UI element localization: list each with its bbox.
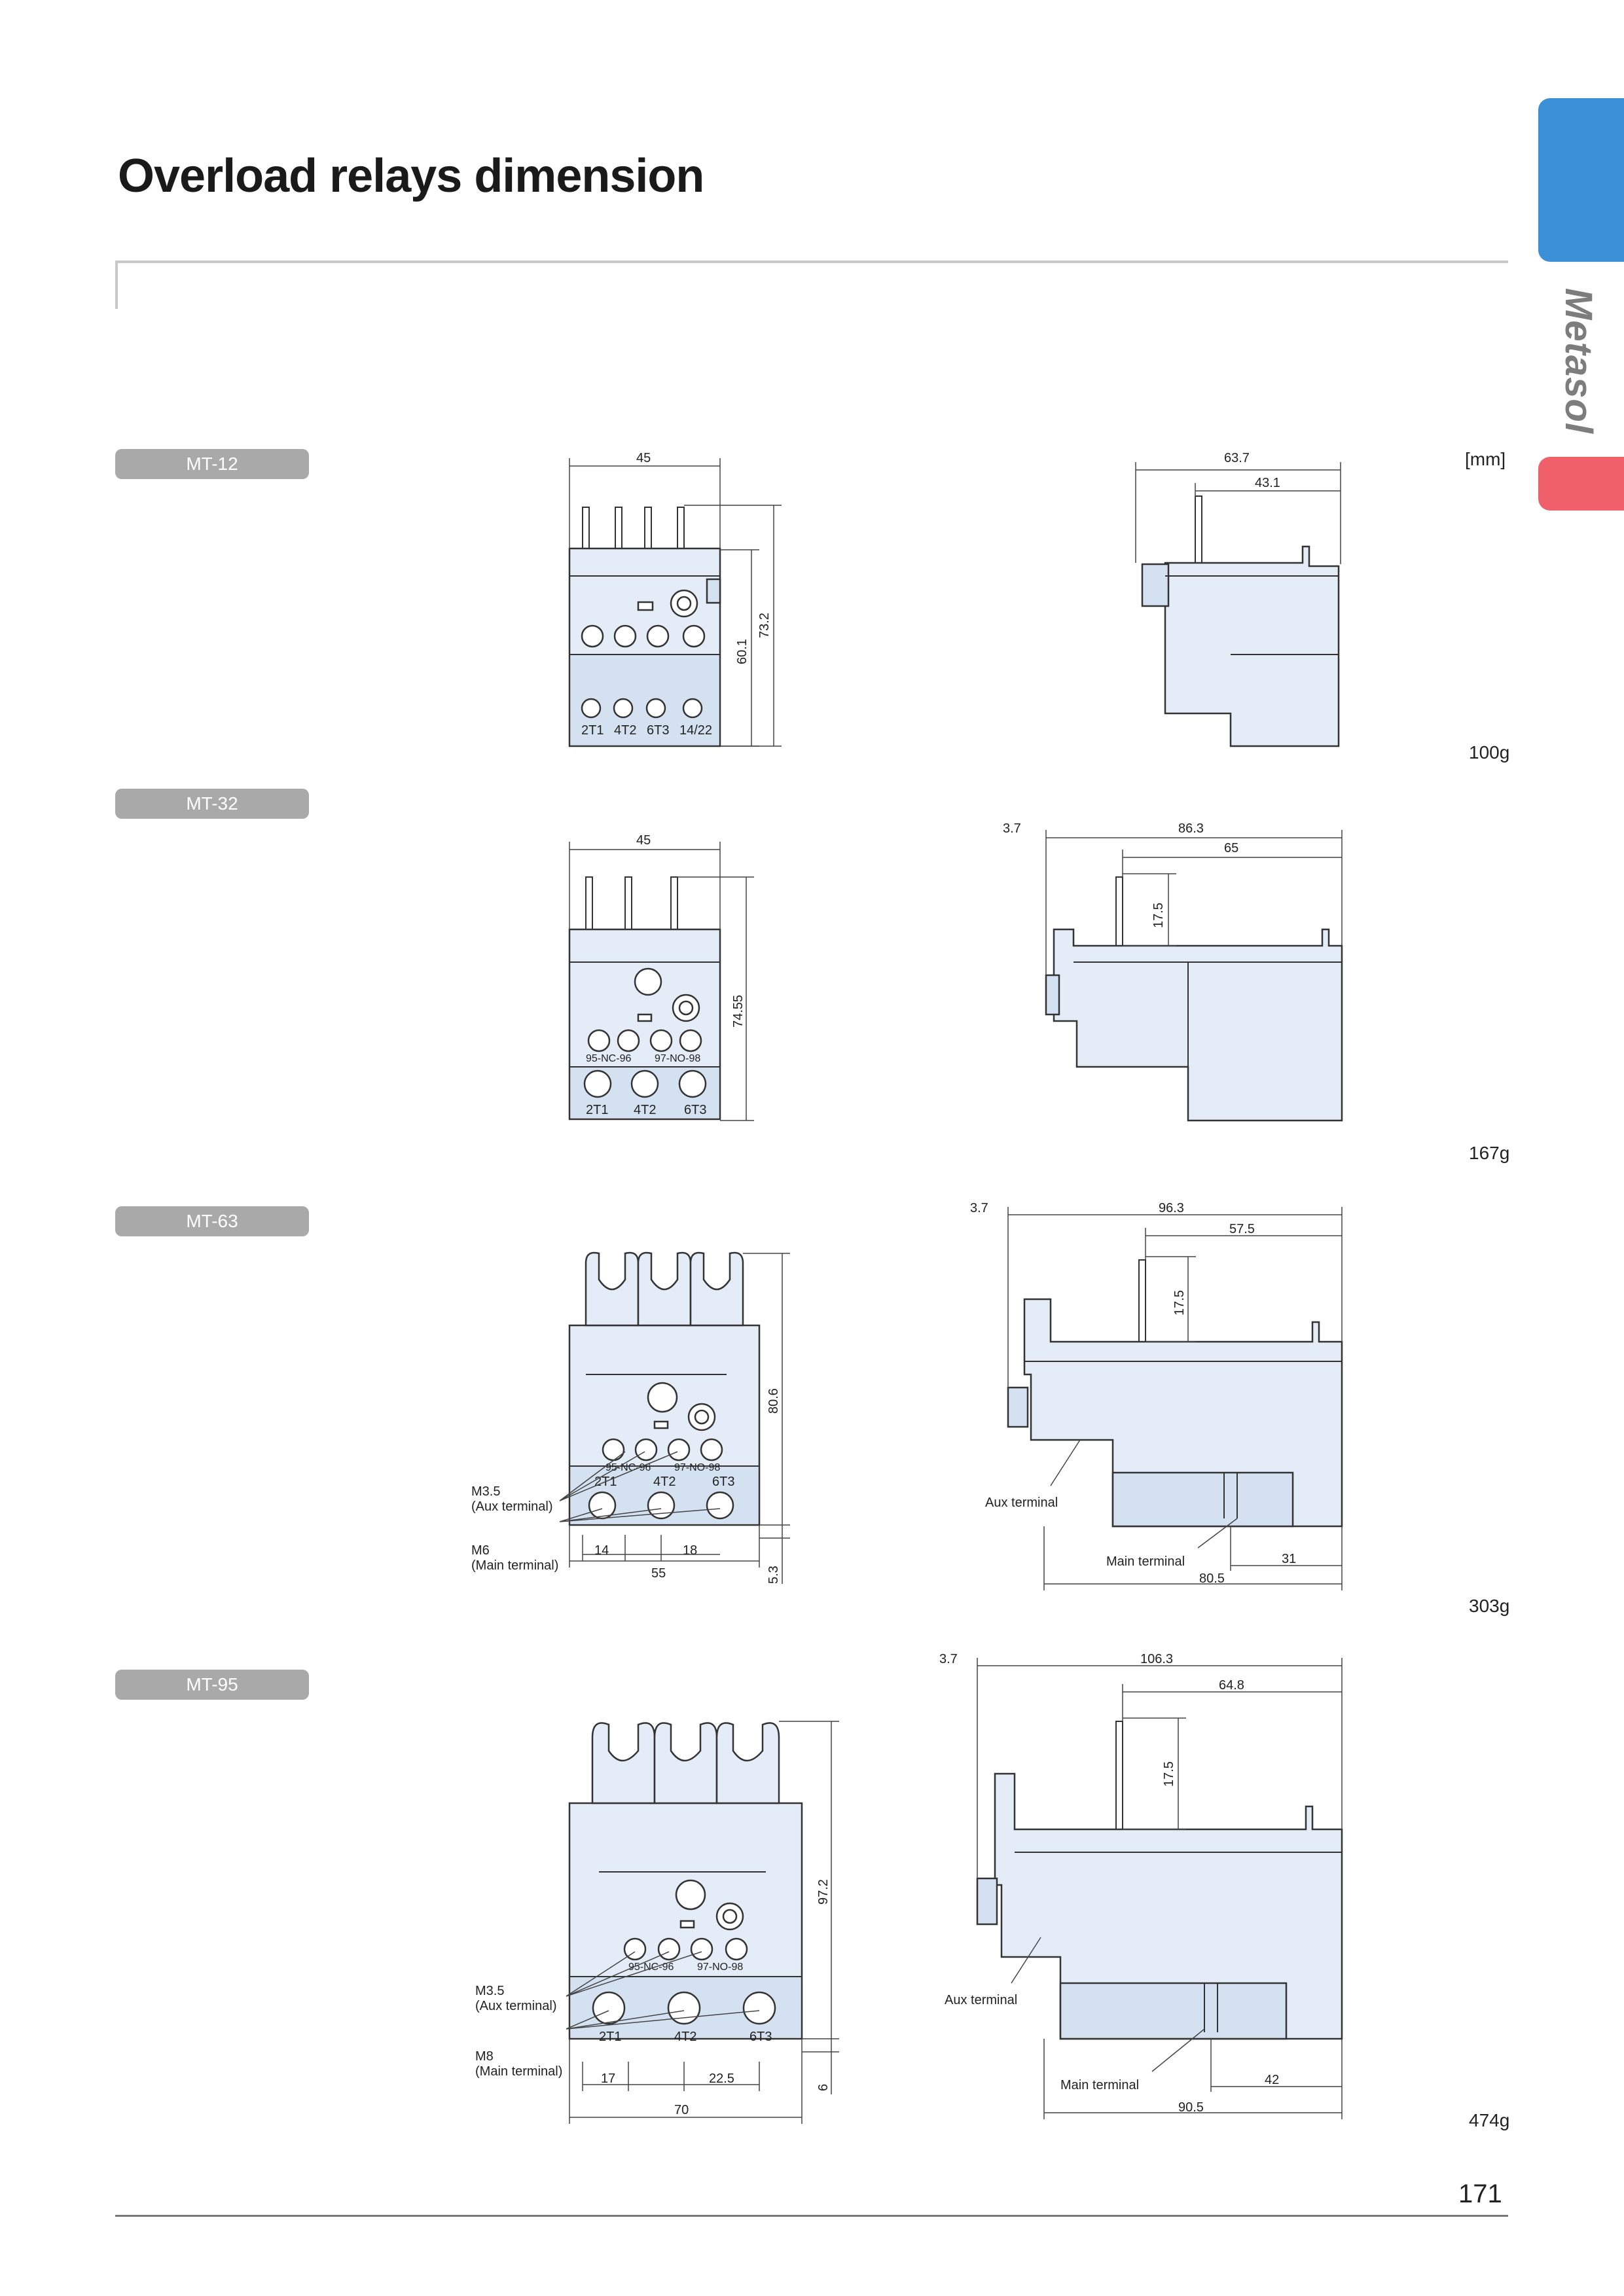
weight-mt95: 474g — [1469, 2110, 1510, 2130]
mt32-aux-nc: 95-NC-96 — [586, 1053, 631, 1064]
mt95-dim-side-base: 90.5 — [1178, 2100, 1204, 2115]
mt63-dim-width: 55 — [651, 1566, 666, 1581]
mt95-callout-aux-screw: M3.5 — [475, 1984, 504, 1998]
mt63-dim-pin: 17.5 — [1172, 1290, 1187, 1316]
mt12-front-view: 2T1 4T2 6T3 14/22 45 60.1 73.2 — [568, 451, 782, 747]
mt12-terminal-14-22: 14/22 — [679, 723, 712, 738]
mt63-terminal-6t3: 6T3 — [712, 1475, 734, 1489]
mt95-dim-b: 22.5 — [709, 2072, 734, 2086]
weight-mt63: 303g — [1469, 1596, 1510, 1616]
weight-mt12: 100g — [1469, 742, 1510, 762]
mt63-aux-no: 97-NO-98 — [674, 1462, 720, 1473]
mt63-callout-aux-screw: M3.5 — [471, 1484, 500, 1499]
mt32-dim-side-total: 86.3 — [1178, 821, 1204, 836]
mt12-terminal-2t1: 2T1 — [581, 723, 604, 738]
mt63-terminal-4t2: 4T2 — [653, 1475, 676, 1489]
mt95-terminal-6t3: 6T3 — [749, 2030, 772, 2044]
mt95-front-view: 95-NC-96 97-NO-98 2T1 4T2 6T3 97.2 6 70 … — [475, 1721, 839, 2124]
mt95-dim-height: 97.2 — [816, 1879, 831, 1905]
model-label-mt95: MT-95 — [115, 1670, 309, 1700]
header-rule — [115, 260, 1508, 263]
section-tab-red — [1538, 457, 1624, 511]
mt95-dim-side-inner: 64.8 — [1219, 1678, 1244, 1693]
mt63-dim-side-total: 96.3 — [1159, 1201, 1184, 1215]
mt95-aux-no: 97-NO-98 — [697, 1962, 743, 1973]
model-label-mt12: MT-12 — [115, 449, 309, 479]
mt95-side-callout-aux: Aux terminal — [945, 1993, 1017, 2007]
mt95-callout-aux-label: (Aux terminal) — [475, 1999, 556, 2013]
mt63-dim-side-main: 31 — [1282, 1552, 1296, 1566]
mt12-dim-side-inner: 43.1 — [1255, 476, 1280, 490]
mt32-dim-height: 74.55 — [731, 995, 746, 1028]
mt63-dim-a: 14 — [594, 1543, 609, 1558]
model-label-mt32: MT-32 — [115, 789, 309, 819]
mt12-dim-width: 45 — [636, 451, 651, 465]
brand-label: Metasol — [1557, 288, 1600, 434]
mt32-side-view: 3.7 86.3 65 17.5 — [1003, 821, 1343, 1122]
mt12-side-view: 63.7 43.1 — [1135, 451, 1341, 747]
mt12-terminal-6t3: 6T3 — [647, 723, 669, 738]
mt63-side-callout-main: Main terminal — [1106, 1554, 1185, 1569]
mt32-dim-offset: 3.7 — [1003, 821, 1021, 836]
mt32-terminal-2t1: 2T1 — [586, 1103, 608, 1117]
mt12-dim-h1: 60.1 — [735, 639, 749, 664]
mt63-dim-height: 80.6 — [767, 1388, 781, 1414]
mt95-dim-side-total: 106.3 — [1140, 1652, 1173, 1666]
mt12-dim-h2: 73.2 — [757, 613, 772, 638]
mt63-dim-side-base: 80.5 — [1199, 1571, 1225, 1586]
mt63-callout-main-label: (Main terminal) — [471, 1558, 558, 1573]
mt63-callout-main-screw: M6 — [471, 1543, 490, 1558]
mt63-dim-offset: 3.7 — [970, 1201, 988, 1215]
mt32-dim-pin: 17.5 — [1151, 903, 1166, 928]
mt32-dim-side-inner: 65 — [1224, 841, 1238, 855]
mt95-dim-pin: 17.5 — [1162, 1761, 1176, 1787]
mt95-dim-a: 17 — [601, 2072, 615, 2086]
mt12-terminal-4t2: 4T2 — [614, 723, 636, 738]
mt63-dim-bottom: 5.3 — [767, 1566, 781, 1584]
mt95-callout-main-label: (Main terminal) — [475, 2064, 562, 2079]
mt63-front-view: 95-NC-96 97-NO-98 2T1 4T2 6T3 80.6 5.3 5… — [471, 1251, 790, 1584]
unit-label: [mm] — [1465, 449, 1506, 469]
mt63-dim-side-inner: 57.5 — [1229, 1222, 1255, 1236]
section-tab-blue — [1538, 98, 1624, 262]
mt63-side-callout-aux: Aux terminal — [985, 1496, 1058, 1510]
weight-mt32: 167g — [1469, 1143, 1510, 1163]
mt95-side-view: 3.7 106.3 64.8 17.5 90.5 42 Aux terminal… — [939, 1652, 1343, 2119]
mt95-callout-main-screw: M8 — [475, 2049, 494, 2064]
mt95-dim-bottom: 6 — [816, 2084, 831, 2091]
mt32-aux-no: 97-NO-98 — [655, 1053, 700, 1064]
mt32-dim-width: 45 — [636, 833, 651, 848]
mt95-dim-offset: 3.7 — [939, 1652, 958, 1666]
mt63-dim-b: 18 — [683, 1543, 697, 1558]
mt95-terminal-2t1: 2T1 — [599, 2030, 621, 2044]
mt63-aux-nc: 95-NC-96 — [605, 1462, 651, 1473]
mt95-dim-side-main: 42 — [1265, 2073, 1279, 2087]
mt95-side-callout-main: Main terminal — [1060, 2078, 1139, 2092]
mt63-callout-aux-label: (Aux terminal) — [471, 1499, 552, 1514]
mt63-side-view: 3.7 96.3 57.5 17.5 80.5 31 Aux terminal … — [970, 1201, 1343, 1590]
footer-rule — [115, 2215, 1508, 2217]
mt95-terminal-4t2: 4T2 — [674, 2030, 696, 2044]
mt12-dim-side-total: 63.7 — [1224, 451, 1250, 465]
mt32-terminal-4t2: 4T2 — [634, 1103, 656, 1117]
page-title: Overload relays dimension — [118, 150, 704, 202]
mt32-front-view: 95-NC-96 97-NO-98 2T1 4T2 6T3 45 74.55 — [568, 833, 754, 1121]
model-label-mt63: MT-63 — [115, 1206, 309, 1236]
mt32-terminal-6t3: 6T3 — [684, 1103, 706, 1117]
header-rule-tick — [115, 260, 118, 309]
mt95-dim-width: 70 — [674, 2103, 689, 2117]
page-number: 171 — [1458, 2179, 1502, 2208]
